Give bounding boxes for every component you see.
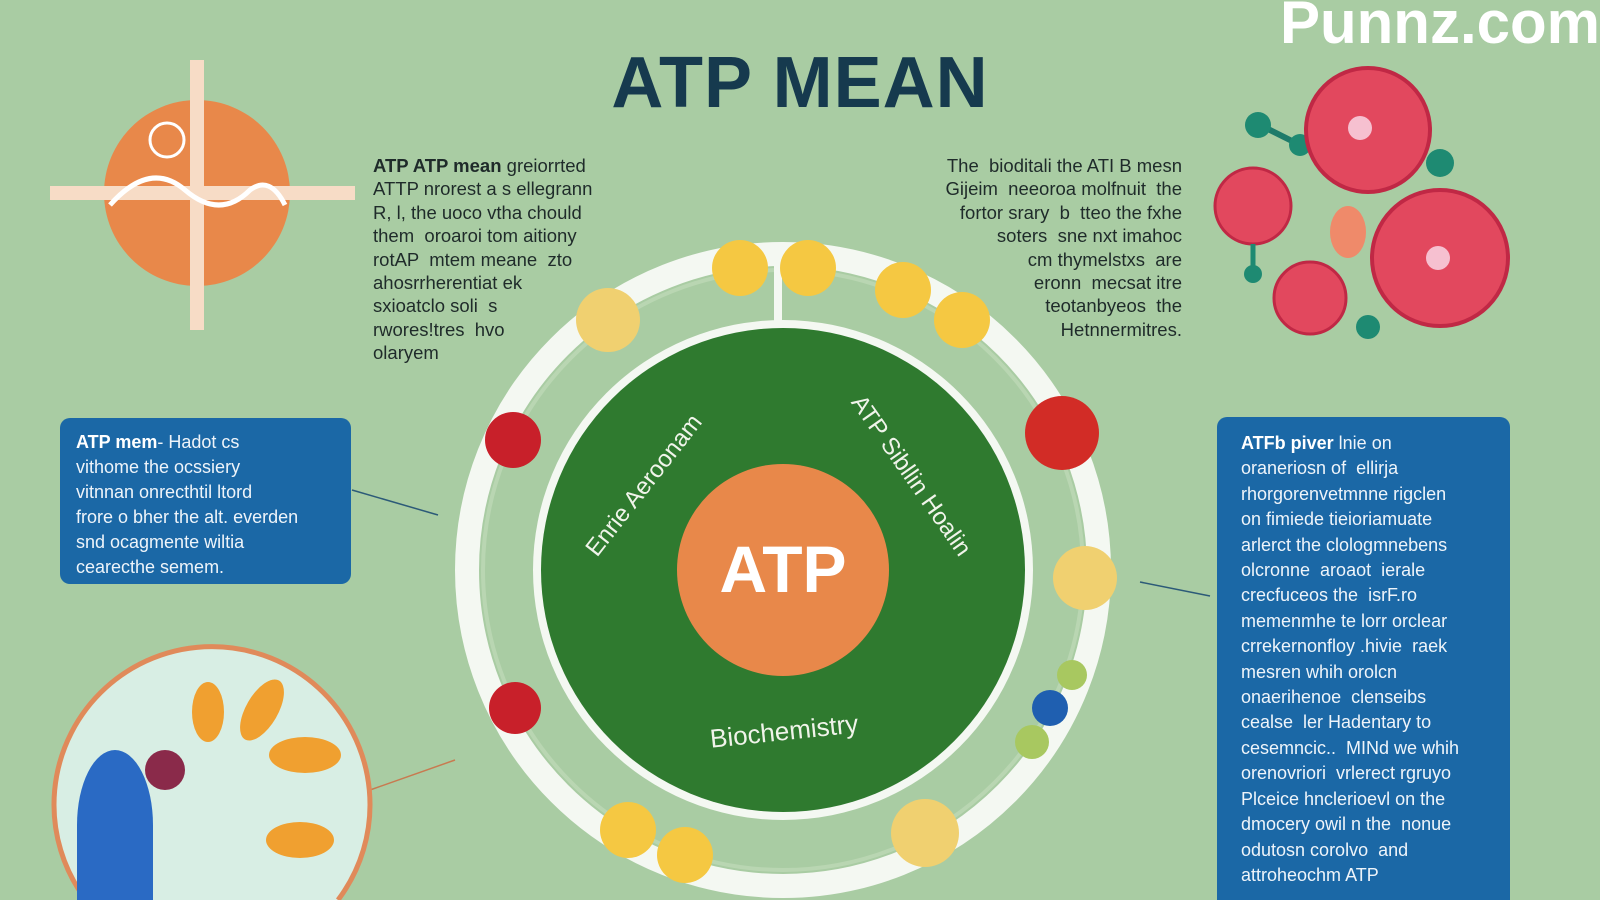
- right-info-box: ATFb piver lnie on oraneriosn of ellirja…: [1217, 417, 1510, 900]
- center-label: ATP: [719, 532, 846, 606]
- right-box-lead: ATFb piver: [1241, 433, 1334, 453]
- label-right: ATP Sibllin Hoalin: [846, 390, 977, 561]
- right-box-text: lnie on oraneriosn of ellirja rhorgorenv…: [1241, 433, 1460, 885]
- atp-core-circle: [677, 464, 889, 676]
- connector-lines: [351, 489, 1211, 791]
- right-paragraph: The bioditali the ATI B mesn Gijeim neeo…: [945, 155, 1182, 340]
- left-paragraph: ATP ATP mean greiorrted ATTP nrorest a s…: [373, 154, 592, 365]
- watermark: Punnz.com: [1279, 0, 1600, 56]
- left-box-lead: ATP mem: [76, 432, 158, 452]
- enzyme-icons: [485, 412, 541, 734]
- flower-nodes: [576, 288, 1117, 867]
- page-title: ATP MEAN: [611, 43, 989, 123]
- cell-illustration-icon: [51, 644, 373, 900]
- left-box-text: - Hadot cs vithome the ocssiery vitnnan …: [76, 432, 299, 577]
- left-paragraph-lead: ATP ATP mean: [373, 155, 502, 176]
- left-info-box: ATP mem- Hadot cs vithome the ocssiery v…: [60, 418, 351, 584]
- label-left: Enrie Aeroonam: [580, 409, 707, 561]
- left-paragraph-text: greiorrted ATTP nrorest a s ellegrann R,…: [373, 155, 593, 364]
- red-sphere-icon: [1025, 396, 1099, 470]
- label-bottom: Biochemistry: [708, 708, 859, 753]
